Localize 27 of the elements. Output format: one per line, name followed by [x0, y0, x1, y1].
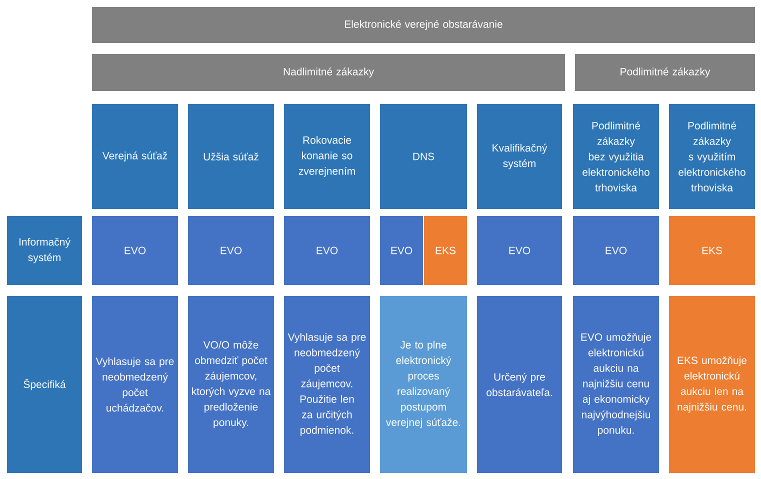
- table-cell: Vyhlasuje sa pre neobmedzený počet záujemcov. Použitie len za určitých podmienok.: [284, 296, 370, 473]
- table-cell: VO/O môže obmedziť počet záujemcov, ktorých vyzve na predloženie ponuky.: [188, 296, 274, 473]
- column-header-box: Kvalifikačný systém: [477, 104, 562, 209]
- table-cell: EVO: [284, 216, 370, 285]
- column-header-box: Podlimitné zákazky bez využitia elektronického trhoviska: [573, 104, 659, 209]
- table-cell: EVO umožňuje elektronickú aukciu na najnižšiu cenu aj ekonomicky najvýhodnejšiu ponuku.: [573, 296, 659, 473]
- header-bar: Nadlimitné zákazky: [92, 54, 565, 91]
- table-cell: EVO: [477, 216, 562, 285]
- column-header-box: DNS: [380, 104, 467, 209]
- table-cell: EVO: [573, 216, 659, 285]
- column-header-box: Užšia súťaž: [188, 104, 274, 209]
- column-header-box: Verejná súťaž: [92, 104, 178, 209]
- table-cell: EKS: [669, 216, 755, 285]
- row-header-box: Špecifiká: [7, 296, 82, 473]
- table-cell: Vyhlasuje sa pre neobmedzený počet uchádzačov.: [92, 296, 178, 473]
- table-cell: EKS umožňuje elektronickú aukciu len na najnižšiu cenu.: [669, 296, 755, 473]
- header-bar: Podlimitné zákazky: [575, 54, 755, 91]
- table-cell: EKS: [424, 216, 467, 285]
- header-bar: Elektronické verejné obstarávanie: [92, 7, 755, 43]
- row-header-box: Informačný systém: [7, 216, 82, 285]
- table-cell: EVO: [92, 216, 178, 285]
- table-cell: EVO: [380, 216, 423, 285]
- table-cell: Určený pre obstarávateľa.: [477, 296, 562, 473]
- table-cell: Je to plne elektronický proces realizovaný postupom verejnej súťaže.: [380, 296, 467, 473]
- table-cell: EVO: [188, 216, 274, 285]
- column-header-box: Rokovacie konanie so zverejnením: [284, 104, 370, 209]
- column-header-box: Podlimitné zákazky s využitím elektronického trhoviska: [669, 104, 755, 209]
